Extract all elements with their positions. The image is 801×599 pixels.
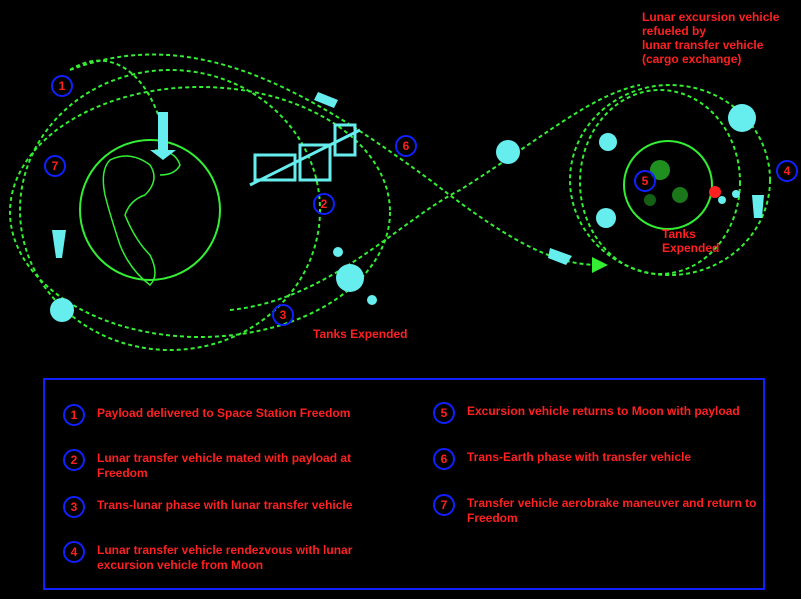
legend-number: 1 xyxy=(63,404,85,426)
transfer-vehicle-icon xyxy=(496,140,520,164)
legend-number: 5 xyxy=(433,402,455,424)
marker-7: 7 xyxy=(44,155,66,177)
fuel-tank-icon xyxy=(718,196,726,204)
legend-text: Transfer vehicle aerobrake maneuver and … xyxy=(467,496,757,525)
fuel-tank-icon xyxy=(367,295,377,305)
fuel-tank-icon xyxy=(732,190,740,198)
marker-2: 2 xyxy=(313,193,335,215)
excursion-vehicle-icon xyxy=(596,208,616,228)
marker-1: 1 xyxy=(51,75,73,97)
marker-3: 3 xyxy=(272,304,294,326)
legend-number: 7 xyxy=(433,494,455,516)
marker-6: 6 xyxy=(395,135,417,157)
legend-box: 1 Payload delivered to Space Station Fre… xyxy=(43,378,765,590)
transfer-trajectories xyxy=(69,53,641,311)
legend-text: Payload delivered to Space Station Freed… xyxy=(97,406,351,420)
shuttle-icon xyxy=(150,112,176,160)
moon-orbits xyxy=(569,84,771,276)
transfer-vehicle-icon xyxy=(728,104,756,132)
transfer-vehicle-icon xyxy=(336,264,364,292)
marker-5: 5 xyxy=(634,170,656,192)
legend-number: 3 xyxy=(63,496,85,518)
legend-number: 6 xyxy=(433,448,455,470)
transfer-vehicle-icon xyxy=(314,92,338,108)
transfer-vehicle-icon xyxy=(752,195,764,218)
transfer-vehicle-icon xyxy=(50,298,74,322)
legend-text: Excursion vehicle returns to Moon with p… xyxy=(467,404,740,418)
excursion-vehicle-icon xyxy=(599,133,617,151)
transfer-vehicle-icon xyxy=(52,230,66,258)
legend-number: 4 xyxy=(63,541,85,563)
lunar-refuel-annotation: Lunar excursion vehicle refueled by luna… xyxy=(642,10,780,66)
legend-text: Lunar transfer vehicle mated with payloa… xyxy=(97,451,352,480)
marker-4: 4 xyxy=(776,160,798,182)
fuel-tank-icon xyxy=(333,247,343,257)
transfer-vehicle-icon xyxy=(548,248,572,265)
legend-text: Trans-Earth phase with transfer vehicle xyxy=(467,450,692,464)
moon-icon xyxy=(623,140,721,230)
tanks-expended-moon-annotation: Tanks Expended xyxy=(662,227,720,255)
legend-text: Trans-lunar phase with lunar transfer ve… xyxy=(97,498,353,512)
earth-icon xyxy=(79,139,221,286)
tanks-expended-earth-annotation: Tanks Expended xyxy=(313,327,408,341)
legend-number: 2 xyxy=(63,449,85,471)
legend-text: Lunar transfer vehicle rendezvous with l… xyxy=(97,543,353,572)
space-station-icon xyxy=(249,123,361,187)
